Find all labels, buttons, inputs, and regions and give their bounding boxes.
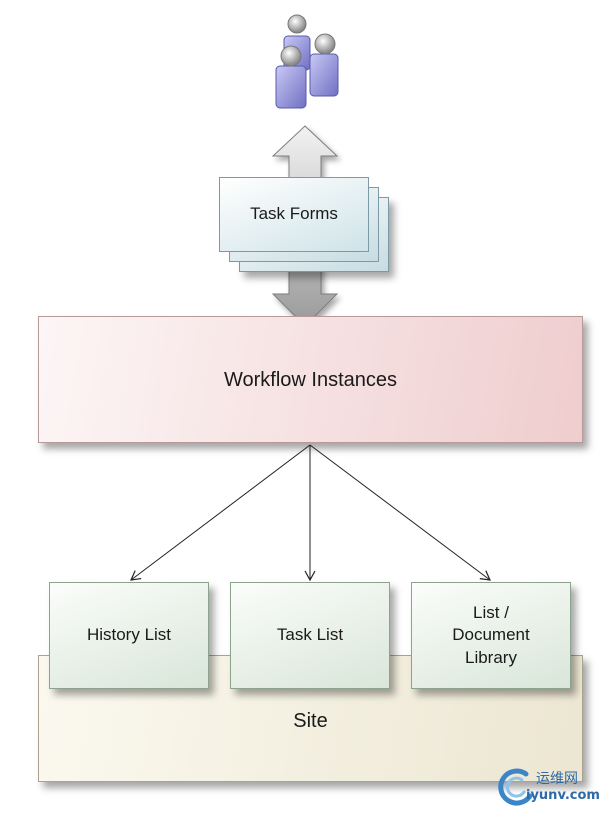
watermark: 运维网 iyunv.com bbox=[496, 766, 606, 808]
document-library-box: List / Document Library bbox=[411, 582, 571, 689]
edge-to-history-list bbox=[130, 444, 311, 581]
document-library-label: List / Document Library bbox=[452, 602, 529, 668]
workflow-instances-box: Workflow Instances bbox=[38, 316, 583, 443]
document-library-line-1: List / bbox=[473, 603, 509, 623]
history-list-box: History List bbox=[49, 582, 209, 689]
workflow-instances-label: Workflow Instances bbox=[223, 368, 398, 391]
users-icon bbox=[275, 14, 339, 109]
edge-to-document-library bbox=[309, 444, 491, 581]
site-label: Site bbox=[293, 710, 328, 732]
task-forms-box: Task Forms bbox=[219, 177, 369, 252]
document-library-line-2: Document bbox=[452, 625, 530, 645]
task-list-label: Task List bbox=[276, 625, 344, 645]
watermark-text-cn: 运维网 bbox=[536, 771, 578, 787]
watermark-url: iyunv.com bbox=[526, 788, 600, 803]
history-list-label: History List bbox=[86, 625, 172, 645]
task-forms-label: Task Forms bbox=[250, 204, 338, 224]
document-library-line-3: Library bbox=[465, 647, 517, 667]
task-list-box: Task List bbox=[230, 582, 390, 689]
watermark-logo-icon bbox=[498, 768, 533, 806]
